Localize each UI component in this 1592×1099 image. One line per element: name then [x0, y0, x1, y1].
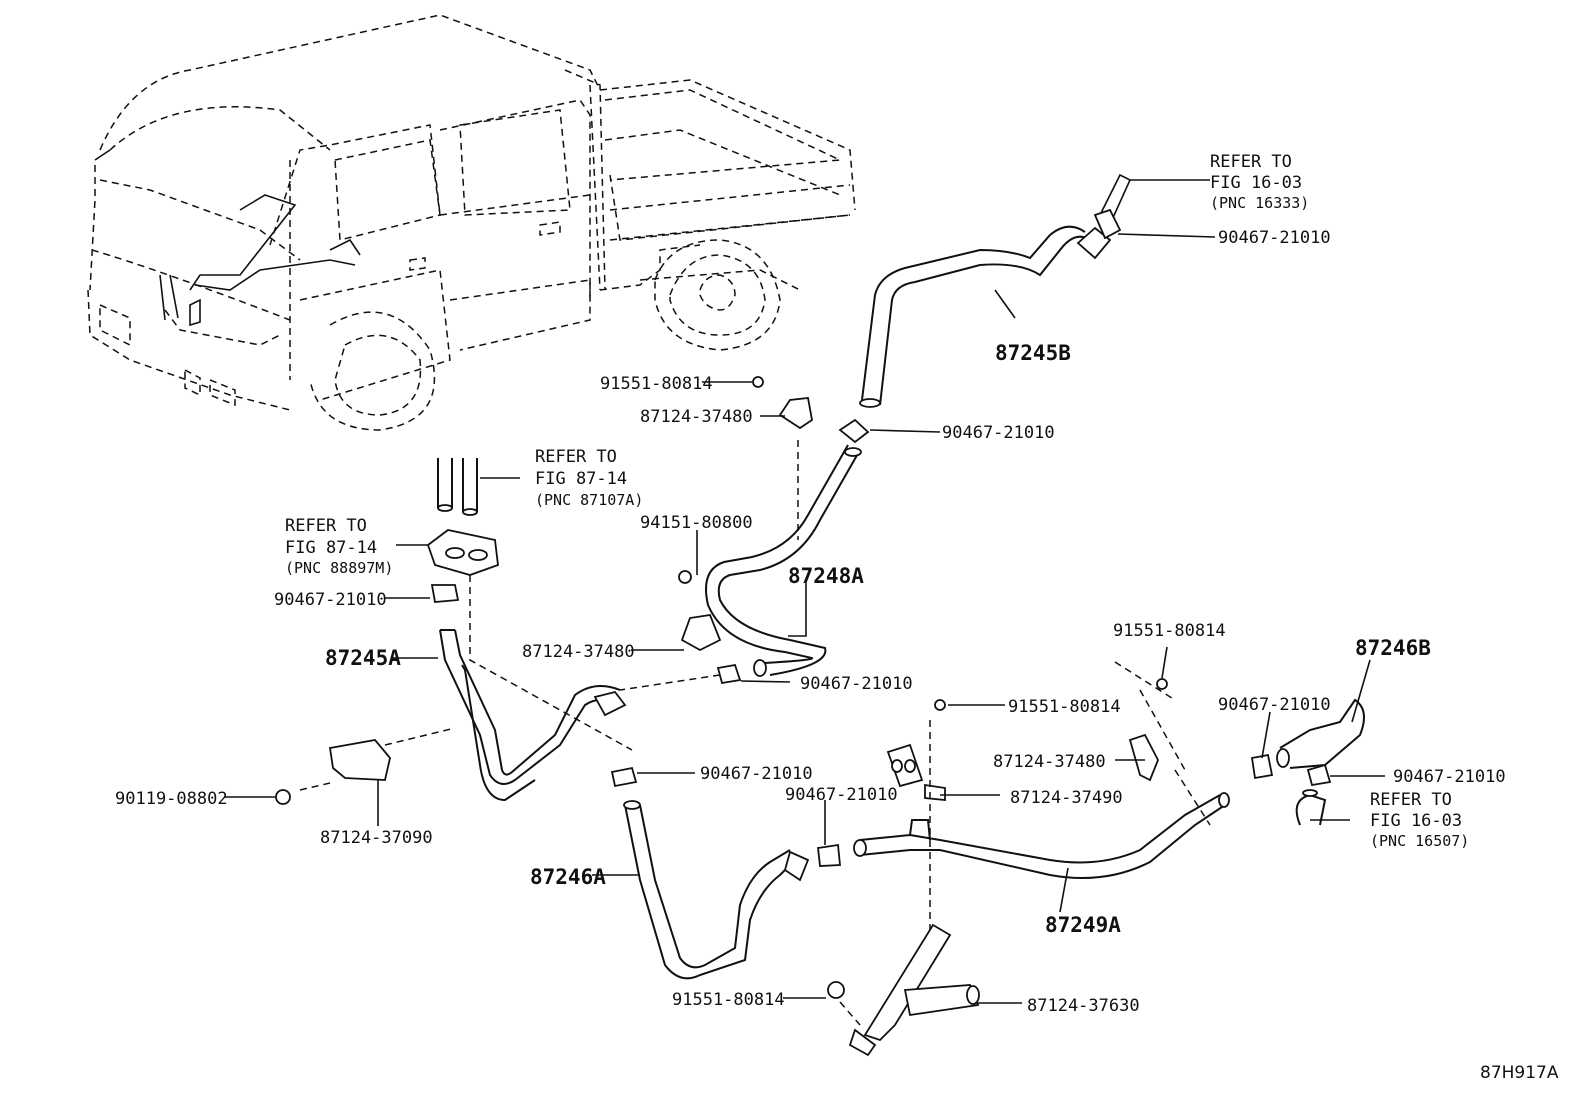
hose-87246b-drawing [1276, 698, 1365, 769]
refer-c-line-1: REFER TO [285, 516, 367, 536]
refer-c-line-3: (PNC 88897M) [285, 559, 393, 577]
label-91551-80814-b: 91551-80814 [1113, 621, 1226, 641]
label-90467-21010-left: 90467-21010 [274, 590, 387, 610]
hose-87248a-drawing [705, 418, 870, 677]
hose-87249a-drawing [853, 792, 1230, 879]
label-94151-80800: 94151-80800 [640, 513, 753, 533]
label-90467-21010-e: 90467-21010 [1393, 767, 1506, 787]
refer-b-line-3: (PNC 16333) [1210, 194, 1309, 212]
label-90467-21010-d: 90467-21010 [700, 764, 813, 784]
label-91551-80814-a: 91551-80814 [600, 374, 713, 394]
part-labels: REFER TO FIG 16-03 (PNC 16333) 90467-210… [115, 152, 1559, 1083]
hose-87246a-drawing [623, 800, 810, 980]
label-87124-37480-a: 87124-37480 [640, 407, 753, 427]
refer-d-line-3: (PNC 16507) [1370, 832, 1469, 850]
refer-a-line-1: REFER TO [535, 447, 617, 467]
hose-87245a-drawing [439, 629, 627, 802]
refer-d-line-2: FIG 16-03 [1370, 811, 1462, 831]
label-87124-37090: 87124-37090 [320, 828, 433, 848]
refer-c-line-2: FIG 87-14 [285, 538, 377, 558]
label-90467-21010-c: 90467-21010 [1218, 695, 1331, 715]
refer-d-line-1: REFER TO [1370, 790, 1452, 810]
label-87245b: 87245B [995, 341, 1071, 365]
truck-illustration [87, 14, 856, 431]
label-91551-80814-c: 91551-80814 [1008, 697, 1121, 717]
refer-b-line-1: REFER TO [1210, 152, 1292, 172]
refer-a-line-3: (PNC 87107A) [535, 491, 643, 509]
label-90467-21010-b: 90467-21010 [800, 674, 913, 694]
label-90467-21010-mid: 90467-21010 [942, 423, 1055, 443]
label-87124-37480-c: 87124-37480 [993, 752, 1106, 772]
label-87245a: 87245A [325, 646, 401, 670]
label-90467-21010-f: 90467-21010 [785, 785, 898, 805]
refer-b-line-2: FIG 16-03 [1210, 173, 1302, 193]
label-90467-21010-top: 90467-21010 [1218, 228, 1331, 248]
label-87246a: 87246A [530, 865, 606, 889]
label-87124-37480-b: 87124-37480 [522, 642, 635, 662]
figure-code: 87H917A [1480, 1063, 1559, 1083]
label-87124-37490: 87124-37490 [1010, 788, 1123, 808]
label-90119-08802: 90119-08802 [115, 789, 228, 809]
leader-lines [225, 179, 1385, 1026]
refer-a-line-2: FIG 87-14 [535, 469, 627, 489]
hose-87245b-drawing [859, 173, 1132, 408]
label-87249a: 87249A [1045, 913, 1121, 937]
label-87248a: 87248A [788, 564, 864, 588]
label-87246b: 87246B [1355, 636, 1431, 660]
misc-parts [275, 376, 1332, 1057]
label-91551-80814-d: 91551-80814 [672, 990, 785, 1010]
label-87124-37630: 87124-37630 [1027, 996, 1140, 1016]
